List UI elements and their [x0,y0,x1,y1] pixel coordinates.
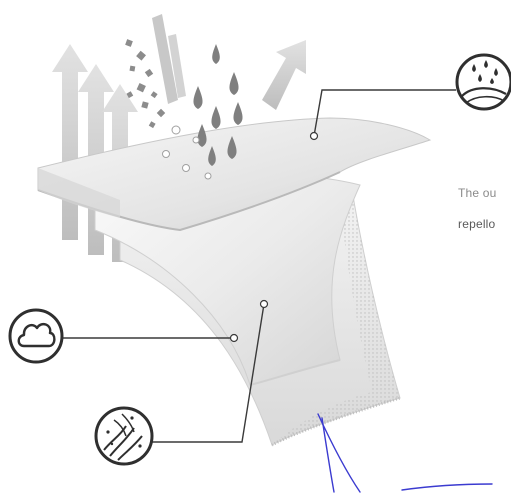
pen-annotation [318,414,492,492]
fibers-icon [96,408,152,464]
cloud-icon [10,310,62,362]
rain-drops-on-fabric-icon [457,55,511,109]
vapor-arrow-icon [262,40,306,110]
rain-column [152,14,186,104]
caption-line-1: The ou [458,186,497,200]
vapor-arrow-icon [52,44,88,240]
caption-line-2: repello [458,217,495,231]
